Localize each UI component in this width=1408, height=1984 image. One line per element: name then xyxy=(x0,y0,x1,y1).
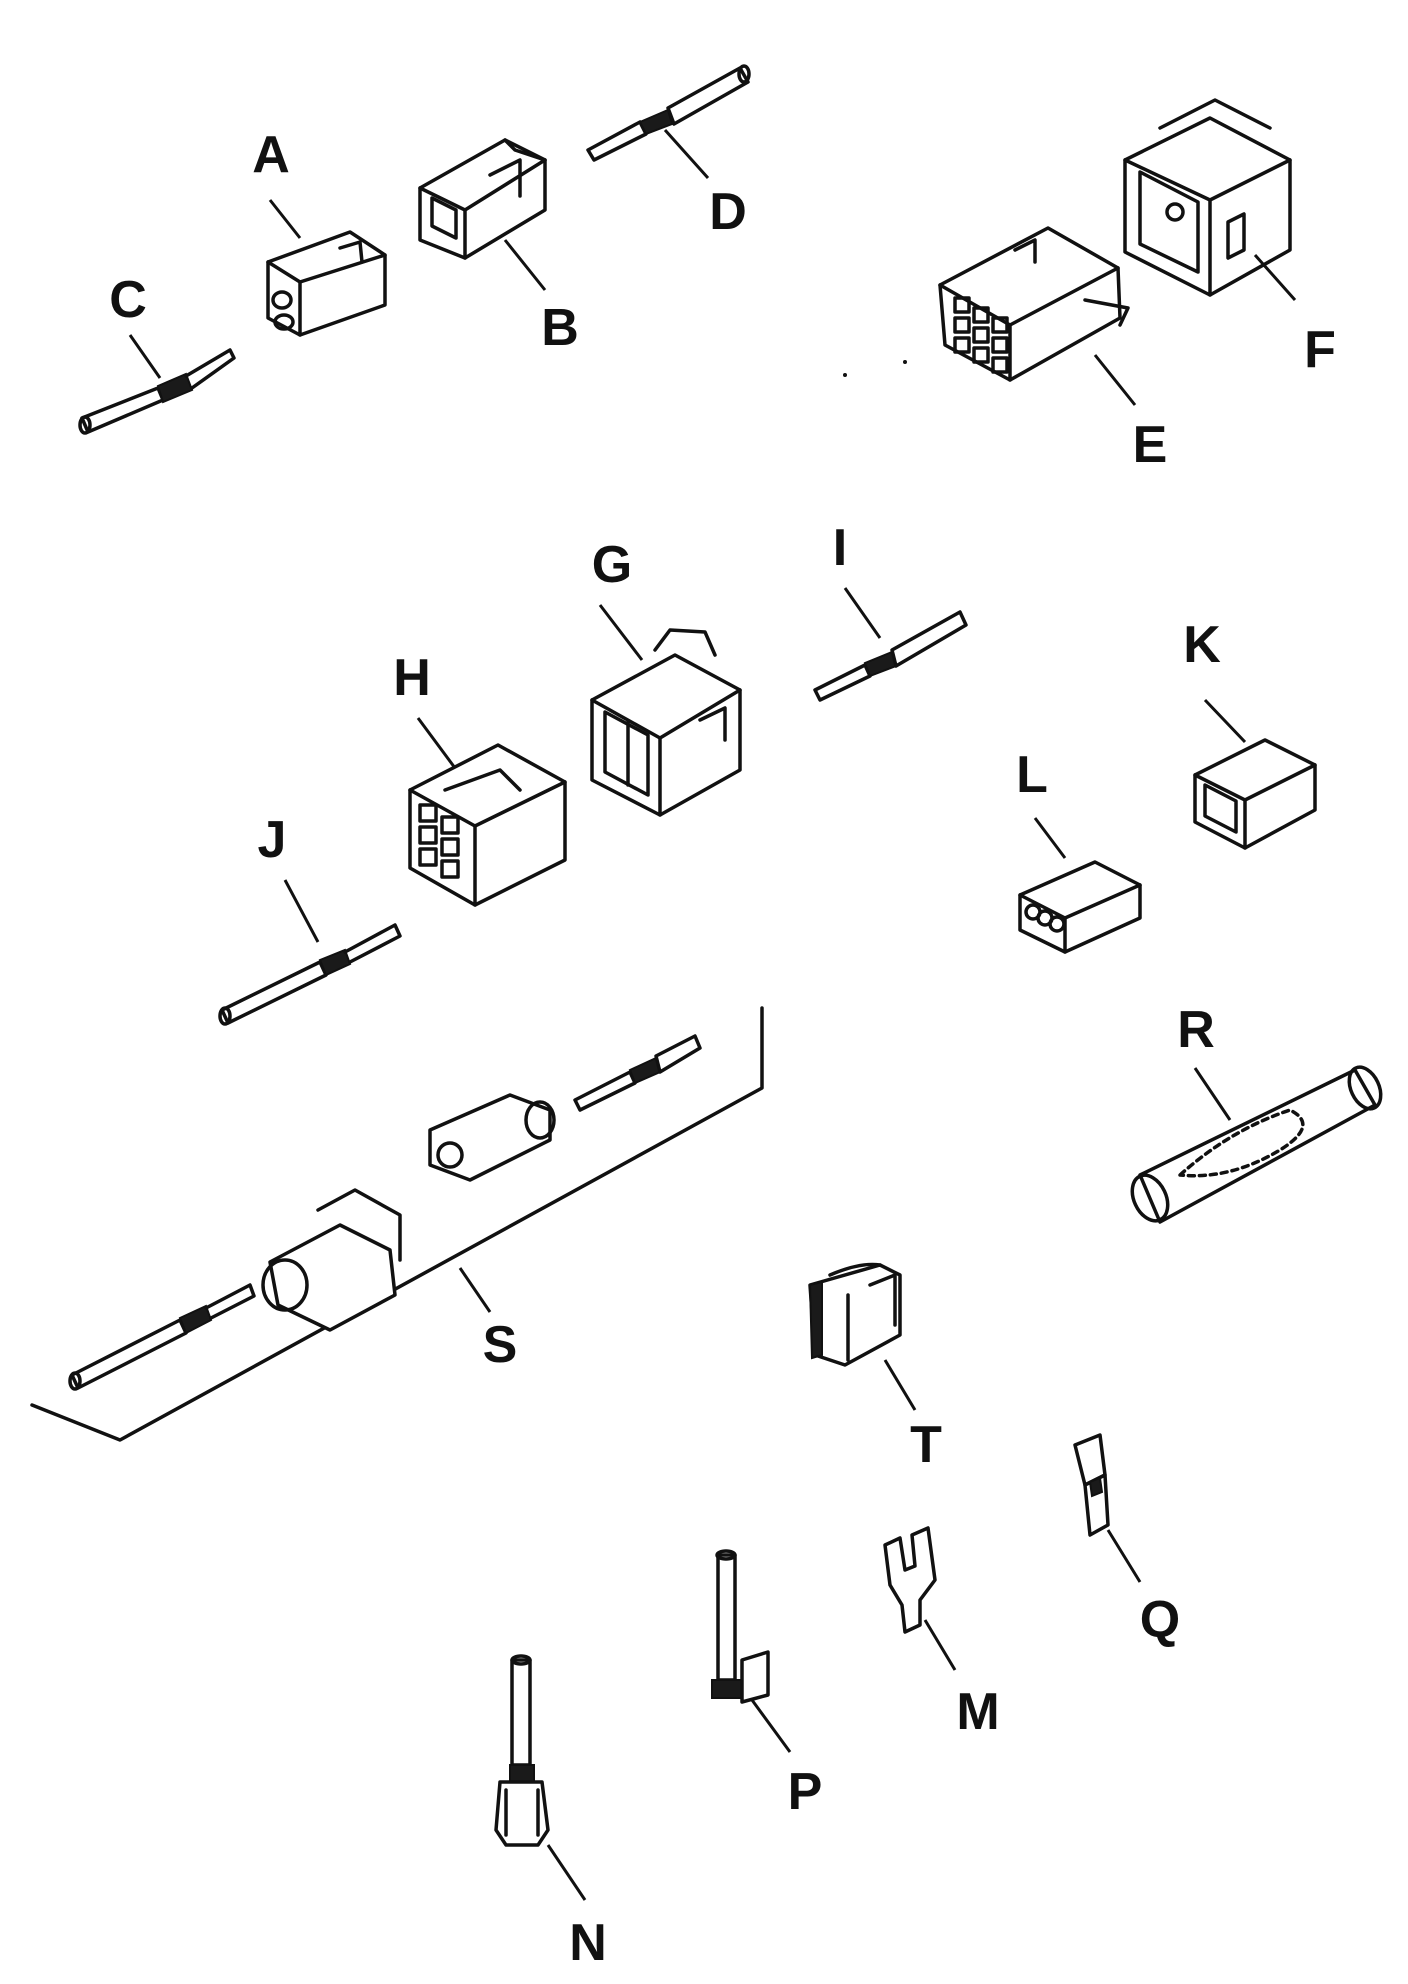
part-l-three-pin-housing xyxy=(1018,860,1142,954)
label-s: S xyxy=(482,1316,518,1374)
label-f: F xyxy=(1304,321,1336,379)
label-l: L xyxy=(1016,746,1048,804)
part-q-flag-terminal xyxy=(1073,1433,1110,1537)
leader-t xyxy=(883,1359,917,1411)
part-m-spade-terminal xyxy=(883,1526,937,1634)
part-p-flag-terminal-wire xyxy=(711,1549,770,1704)
leader-m xyxy=(923,1619,957,1671)
leader-g xyxy=(598,604,644,661)
leader-h xyxy=(416,717,457,769)
leader-s xyxy=(458,1267,492,1313)
label-m: M xyxy=(956,1683,1000,1741)
label-b: B xyxy=(541,299,579,357)
label-c: C xyxy=(109,271,147,329)
leader-i xyxy=(843,587,882,639)
leader-n xyxy=(546,1844,587,1901)
leader-d xyxy=(663,128,710,180)
label-i: I xyxy=(832,519,848,577)
label-j: J xyxy=(257,811,287,869)
label-t: T xyxy=(910,1416,942,1474)
part-a-two-pin-housing xyxy=(266,230,387,337)
part-j-pin-terminal-wire xyxy=(218,923,402,1026)
stray-dot xyxy=(903,360,907,364)
part-t-wire-tap xyxy=(808,1262,902,1367)
leader-c xyxy=(128,334,162,379)
label-q: Q xyxy=(1139,1591,1181,1649)
part-g-six-pin-receptacle xyxy=(590,628,742,817)
stray-dot xyxy=(843,373,847,377)
leader-j xyxy=(283,879,320,943)
part-d-socket-terminal-wire xyxy=(586,64,751,162)
part-r-heat-shrink-sleeve xyxy=(1130,1065,1383,1224)
label-a: A xyxy=(252,126,290,184)
part-b-two-pin-receptacle xyxy=(418,138,547,260)
part-c-pin-terminal-wire xyxy=(78,348,236,435)
leader-l xyxy=(1033,817,1067,859)
label-r: R xyxy=(1177,1001,1215,1059)
label-g: G xyxy=(591,536,633,594)
leader-a xyxy=(268,199,302,239)
label-k: K xyxy=(1183,616,1221,674)
label-d: D xyxy=(709,183,747,241)
label-n: N xyxy=(569,1914,607,1972)
part-n-receptacle-terminal-wire xyxy=(494,1654,550,1847)
part-e-nine-pin-housing xyxy=(938,226,1130,382)
part-s-bullet-connector-set xyxy=(30,1006,764,1442)
leader-k xyxy=(1203,698,1247,744)
leader-r xyxy=(1193,1067,1232,1121)
leader-p xyxy=(750,1699,792,1753)
part-i-socket-terminal xyxy=(813,610,968,702)
label-e: E xyxy=(1132,416,1168,474)
label-p: P xyxy=(787,1763,823,1821)
label-h: H xyxy=(393,649,431,707)
leader-b xyxy=(503,239,547,291)
leader-f xyxy=(1253,254,1297,301)
part-f-nine-pin-receptacle xyxy=(1123,98,1292,297)
leader-q xyxy=(1106,1529,1142,1583)
leader-e xyxy=(1093,354,1137,406)
part-h-six-pin-housing xyxy=(408,743,567,907)
part-k-small-receptacle xyxy=(1193,738,1317,850)
